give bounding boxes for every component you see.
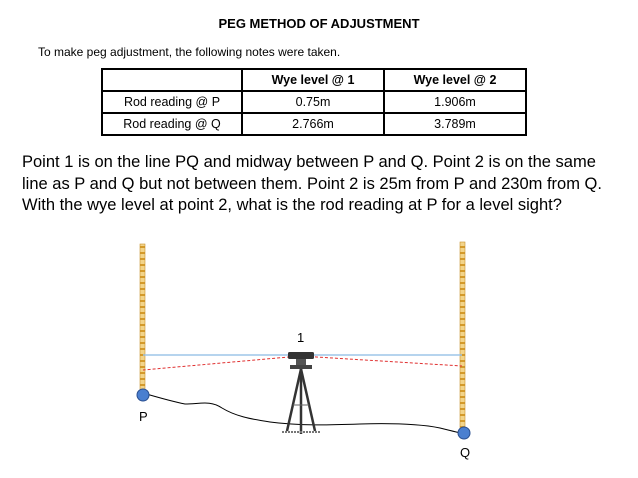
problem-statement: Point 1 is on the line PQ and midway bet… bbox=[22, 153, 602, 214]
sight-line-to-p bbox=[142, 355, 301, 371]
label-p: P bbox=[139, 409, 148, 424]
page-title: PEG METHOD OF ADJUSTMENT bbox=[218, 16, 420, 31]
table-row: Rod reading @ P 0.75m 1.906m bbox=[101, 90, 527, 114]
table-cell: 1.906m bbox=[383, 90, 527, 114]
rod-p bbox=[139, 243, 146, 395]
header-cell bbox=[101, 68, 243, 92]
table-cell: Rod reading @ P bbox=[101, 90, 243, 114]
table-cell: 2.766m bbox=[241, 112, 385, 136]
wye-level-instrument bbox=[282, 352, 320, 434]
table-cell: 3.789m bbox=[383, 112, 527, 136]
point-q-marker bbox=[457, 426, 471, 440]
table-row: Rod reading @ Q 2.766m 3.789m bbox=[101, 112, 527, 136]
label-point-1: 1 bbox=[297, 330, 304, 345]
intro-text: To make peg adjustment, the following no… bbox=[38, 45, 341, 59]
peg-test-diagram: P Q 1 bbox=[136, 241, 471, 460]
readings-table: Wye level @ 1 Wye level @ 2 Rod reading … bbox=[101, 68, 527, 136]
ground-line bbox=[142, 392, 466, 435]
sight-line-to-q bbox=[299, 355, 463, 367]
table-cell: 0.75m bbox=[241, 90, 385, 114]
point-p-marker bbox=[136, 388, 150, 402]
table-cell: Rod reading @ Q bbox=[101, 112, 243, 136]
header-cell: Wye level @ 1 bbox=[241, 68, 385, 92]
rod-q bbox=[459, 241, 466, 433]
label-q: Q bbox=[460, 445, 470, 460]
table-header-row: Wye level @ 1 Wye level @ 2 bbox=[101, 68, 527, 92]
header-cell: Wye level @ 2 bbox=[383, 68, 527, 92]
